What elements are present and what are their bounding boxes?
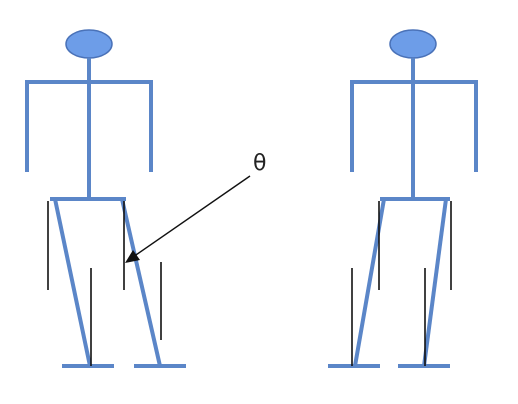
angle-pointer-arrow — [132, 175, 251, 258]
right-figure-right-leg — [422, 198, 448, 367]
left-figure-arms — [25, 80, 153, 172]
left-figure-right-leg — [120, 198, 162, 367]
angle-annotation: θ — [125, 151, 266, 263]
arrowhead-icon — [125, 250, 140, 263]
angle-label: θ — [253, 151, 266, 176]
right-figure-head — [389, 29, 437, 59]
right-stick-figure — [328, 29, 478, 368]
right-figure-arms — [350, 80, 478, 172]
left-figure-left-leg — [53, 198, 92, 367]
left-stick-figure — [25, 29, 186, 368]
left-figure-head — [65, 29, 113, 59]
